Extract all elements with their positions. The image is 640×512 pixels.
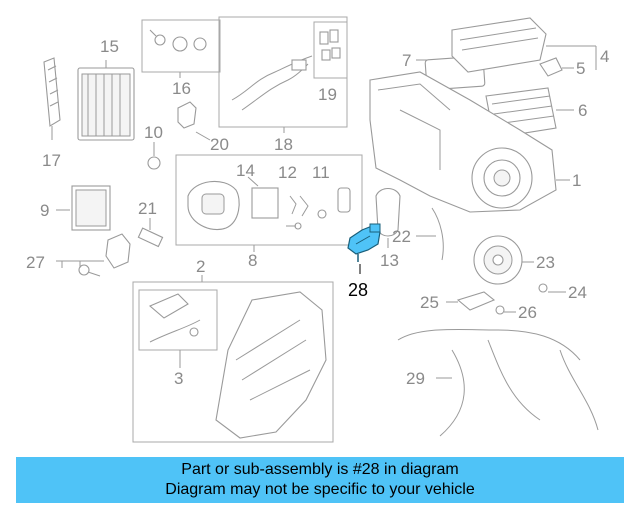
part-21-actuator [137, 218, 164, 248]
callout-21: 21 [138, 199, 157, 218]
group-box-16 [141, 19, 221, 73]
part-26-screw [495, 305, 516, 315]
group-box-19 [313, 21, 348, 79]
callout-23: 23 [536, 253, 555, 272]
banner-line-1: Part or sub-assembly is #28 in diagram [181, 461, 459, 478]
part-17-seal [43, 57, 61, 140]
part-11-sensor [337, 187, 351, 213]
callout-12: 12 [278, 163, 297, 182]
callout-27: 27 [26, 253, 45, 272]
callout-7: 7 [402, 51, 411, 70]
part-3-linkage [148, 293, 201, 368]
part-13-seal [375, 187, 401, 248]
parts-diagram: 1 2 3 4 5 6 7 8 9 10 11 12 13 14 15 16 1… [26, 16, 609, 443]
part-19-valves [319, 29, 341, 61]
callout-29: 29 [406, 369, 425, 388]
callout-14: 14 [236, 161, 255, 180]
group-box-2 [132, 281, 334, 443]
callout-20: 20 [210, 135, 229, 154]
part-15-evaporator [77, 60, 135, 141]
part-23-blower [473, 235, 534, 285]
group-box-8 [175, 154, 363, 246]
callout-5: 5 [576, 59, 585, 78]
callout-16: 16 [172, 79, 191, 98]
callout-13: 13 [380, 251, 399, 270]
part-18-pipes [231, 55, 313, 133]
part-27-connector [56, 233, 131, 277]
callout-24: 24 [568, 283, 587, 302]
part-4-module [451, 17, 597, 73]
callout-11: 11 [312, 163, 330, 182]
callout-26: 26 [518, 303, 537, 322]
banner-line-2: Diagram may not be specific to your vehi… [165, 481, 475, 498]
callout-10: 10 [144, 123, 163, 142]
part-10-sensor [147, 142, 161, 170]
callout-22: 22 [392, 227, 411, 246]
callout-18: 18 [274, 135, 293, 154]
part-1-housing [369, 71, 570, 213]
info-banner: Part or sub-assembly is #28 in diagram D… [16, 457, 624, 503]
callout-17: 17 [42, 151, 61, 170]
callout-25: 25 [420, 293, 439, 312]
group-box-3 [138, 289, 218, 351]
part-25-resistor [446, 291, 496, 311]
part-20-bracket [177, 101, 211, 141]
callout-3: 3 [174, 369, 183, 388]
part-12-clips [286, 195, 327, 230]
callout-15: 15 [100, 37, 119, 56]
part-14-actuator [187, 176, 279, 230]
callout-8: 8 [248, 251, 257, 270]
part-29-harness [397, 328, 599, 437]
part-22-hose [416, 207, 444, 261]
part-28-highlighted [347, 223, 381, 274]
callout-19: 19 [318, 85, 337, 104]
part-5-bracket [539, 57, 574, 77]
callout-1: 1 [572, 171, 581, 190]
callout-2: 2 [196, 257, 205, 276]
part-16-fittings [149, 29, 207, 78]
callout-9: 9 [40, 201, 49, 220]
callout-6: 6 [578, 101, 587, 120]
part-9-filter [56, 185, 111, 231]
callout-4: 4 [600, 47, 609, 66]
part-24-bolt [538, 283, 566, 293]
callout-28: 28 [348, 280, 368, 300]
part-2-lower-housing [215, 291, 327, 439]
